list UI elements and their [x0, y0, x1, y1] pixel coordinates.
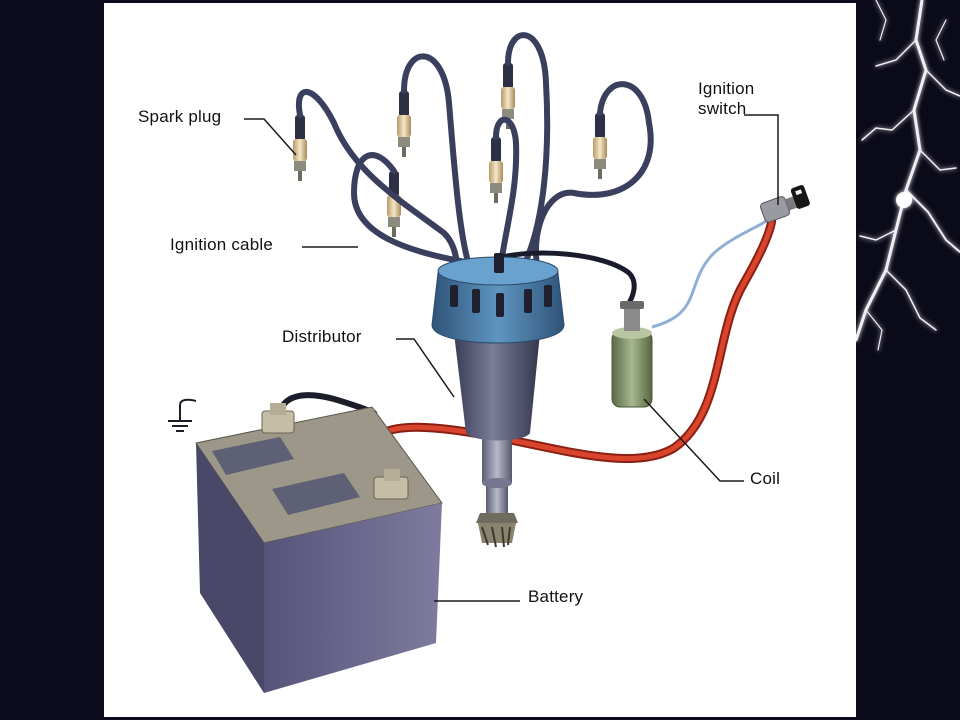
spark-plug-2 — [397, 91, 411, 157]
label-spark-plug: Spark plug — [138, 107, 222, 126]
lightning-panel — [856, 0, 960, 720]
leader-lines — [244, 114, 779, 602]
battery-terminal-positive — [373, 469, 409, 500]
label-battery: Battery — [528, 587, 584, 606]
label-distributor: Distributor — [282, 327, 362, 346]
spark-plugs — [293, 63, 607, 237]
spark-plug-5 — [387, 171, 401, 237]
ignition-key-icon — [760, 185, 810, 223]
ignition-system-diagram — [168, 32, 810, 693]
distributor — [431, 253, 565, 548]
ignition-switch-leader — [744, 114, 779, 205]
label-coil: Coil — [750, 469, 781, 488]
battery — [195, 403, 443, 693]
label-ignition-switch-line2: switch — [698, 99, 747, 118]
diagram-frame: Spark plug Ignition cable Distributor Ig… — [104, 3, 856, 717]
lightning-bolt-icon — [856, 0, 960, 351]
left-dark-panel — [0, 0, 104, 720]
ignition-cables — [295, 32, 654, 306]
label-ignition-switch: Ignition switch — [698, 79, 754, 119]
spark-plug-4 — [593, 113, 607, 179]
coil — [611, 301, 653, 408]
low-voltage-wire — [651, 215, 774, 329]
ground-symbol-icon — [168, 398, 197, 432]
battery-terminal-negative — [261, 403, 295, 434]
label-ignition-switch-line1: Ignition — [698, 79, 755, 98]
label-ignition-cable: Ignition cable — [170, 235, 273, 254]
coil-leader — [643, 398, 744, 482]
spark-plug-6 — [489, 137, 503, 203]
spark-plug-1 — [293, 115, 307, 181]
distributor-gear — [476, 477, 518, 548]
spark-plug-leader — [244, 118, 297, 156]
distributor-leader — [396, 338, 455, 398]
